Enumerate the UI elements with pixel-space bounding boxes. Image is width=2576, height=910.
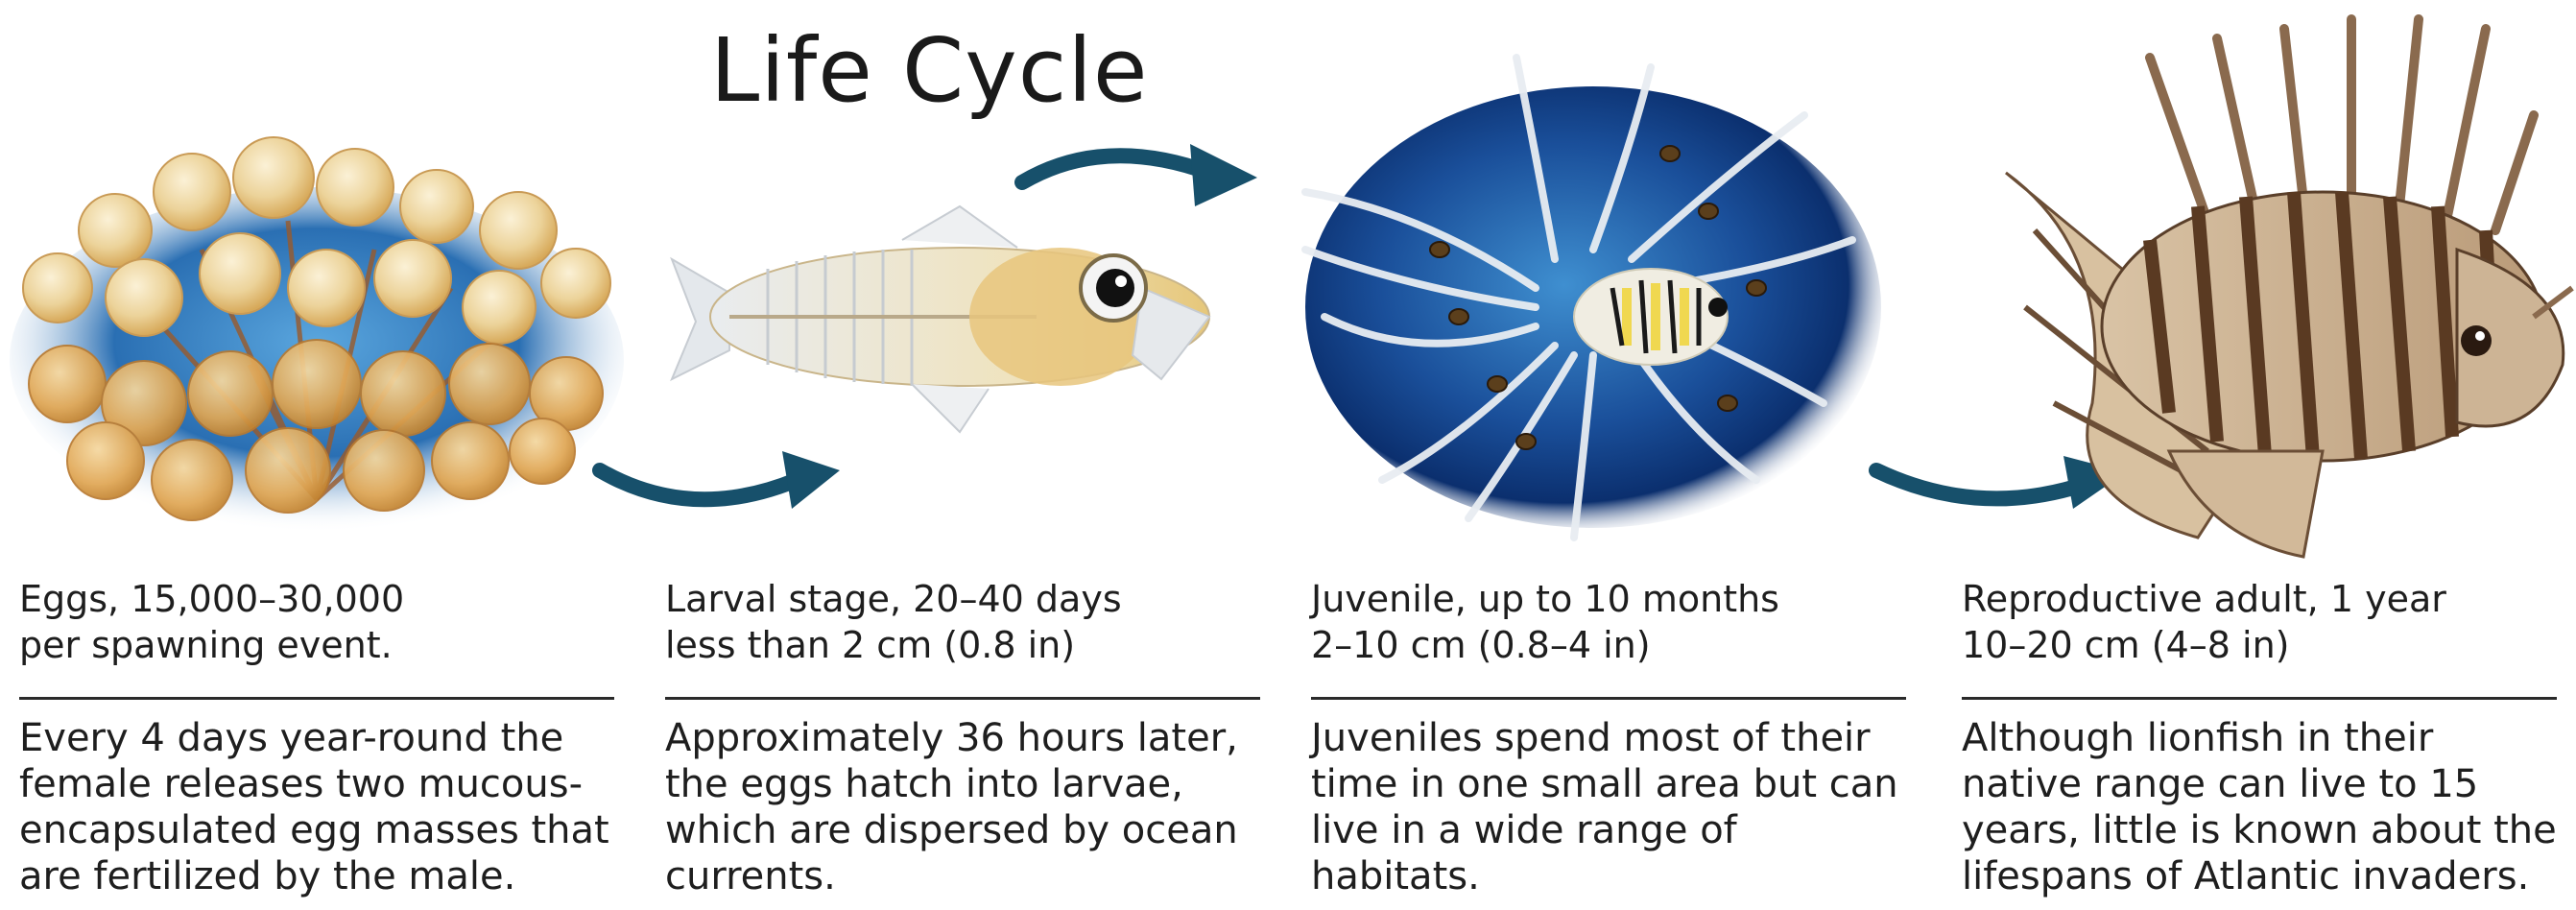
- description-line: time in one small area but can: [1311, 761, 1906, 807]
- description-line: Juveniles spend most of their: [1311, 715, 1906, 761]
- stage-title-line1: Eggs, 15,000–30,000: [19, 576, 614, 622]
- description-line: currents.: [665, 853, 1260, 899]
- stage-title-line2: 10–20 cm (4–8 in): [1962, 622, 2557, 668]
- description-line: live in a wide range of: [1311, 807, 1906, 853]
- description-line: are fertilized by the male.: [19, 853, 614, 899]
- description-line: lifespans of Atlantic invaders.: [1962, 853, 2557, 899]
- stage-column-larval: Larval stage, 20–40 days less than 2 cm …: [665, 576, 1260, 899]
- divider: [19, 697, 614, 700]
- stage-description: Juveniles spend most of their time in on…: [1311, 715, 1906, 899]
- arrow-1-icon: [600, 451, 840, 509]
- description-line: habitats.: [1311, 853, 1906, 899]
- description-line: years, little is known about the: [1962, 807, 2557, 853]
- stage-title-line2: per spawning event.: [19, 622, 614, 668]
- description-line: native range can live to 15: [1962, 761, 2557, 807]
- description-line: the eggs hatch into larvae,: [665, 761, 1260, 807]
- arrow-2-icon: [1022, 144, 1257, 206]
- divider: [665, 697, 1260, 700]
- stage-title-line1: Juvenile, up to 10 months: [1311, 576, 1906, 622]
- description-line: Approximately 36 hours later,: [665, 715, 1260, 761]
- stage-column-adult: Reproductive adult, 1 year 10–20 cm (4–8…: [1962, 576, 2557, 899]
- stage-title-line1: Larval stage, 20–40 days: [665, 576, 1260, 622]
- stage-column-eggs: Eggs, 15,000–30,000 per spawning event. …: [19, 576, 614, 899]
- juvenile-lionfish-icon: [1305, 58, 1881, 538]
- larval-fish-icon: [672, 206, 1209, 432]
- stage-description: Although lionfish in their native range …: [1962, 715, 2557, 899]
- description-line: Every 4 days year-round the: [19, 715, 614, 761]
- arrow-3-icon: [1876, 456, 2126, 509]
- stage-column-juvenile: Juvenile, up to 10 months 2–10 cm (0.8–4…: [1311, 576, 1906, 899]
- stage-title-line2: less than 2 cm (0.8 in): [665, 622, 1260, 668]
- stage-description: Approximately 36 hours later, the eggs h…: [665, 715, 1260, 899]
- stage-description: Every 4 days year-round the female relea…: [19, 715, 614, 899]
- stage-title-line1: Reproductive adult, 1 year: [1962, 576, 2557, 622]
- divider: [1311, 697, 1906, 700]
- divider: [1962, 697, 2557, 700]
- description-line: encapsulated egg masses that: [19, 807, 614, 853]
- description-line: female releases two mucous-: [19, 761, 614, 807]
- stage-title-line2: 2–10 cm (0.8–4 in): [1311, 622, 1906, 668]
- description-line: Although lionfish in their: [1962, 715, 2557, 761]
- egg-mass-icon: [10, 137, 624, 533]
- description-line: which are dispersed by ocean: [665, 807, 1260, 853]
